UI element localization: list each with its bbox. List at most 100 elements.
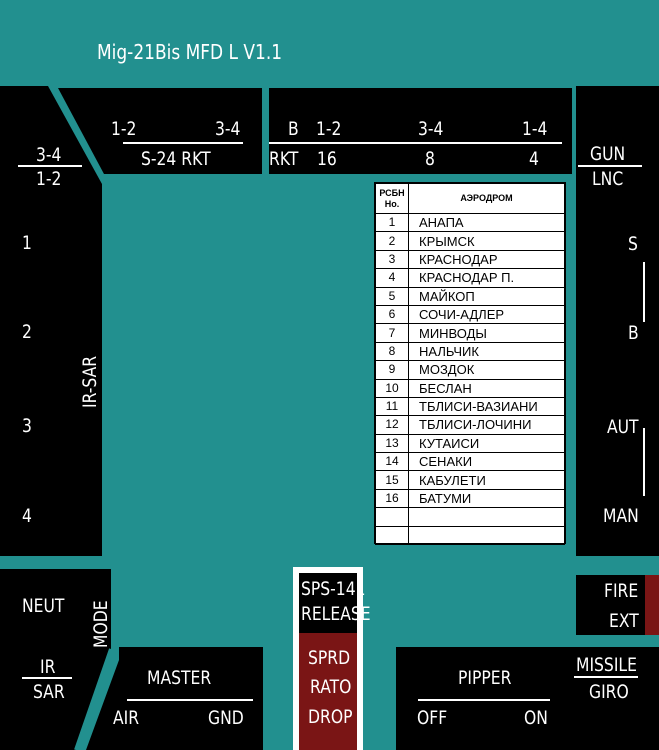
airfield-name: КУТАИСИ [408,433,565,454]
rsbn-number: 15 [375,470,409,490]
sprd-line1: SPRD [308,647,351,669]
rsbn-number: 8 [375,341,409,362]
rsbn-number: 12 [375,415,409,435]
ir-sar-vertical-label: IR-SAR [79,355,101,408]
giro-label: GIRO [589,681,629,703]
rsbn-number: 7 [375,323,409,343]
airfield-name: СОЧИ-АДЛЕР [408,304,565,325]
sprd-line2: RATO [310,676,352,698]
pylon-lower-label: 1-2 [36,168,62,190]
page-title: Mig-21Bis MFD L V1.1 [97,40,283,64]
neut-button[interactable]: NEUT [22,595,65,617]
station-2-button[interactable]: 2 [22,321,32,343]
sprd-line3: DROP [308,706,353,728]
airfield-name: МОЗДОК [408,360,565,380]
airfield-name: БАТУМИ [408,488,565,509]
rsbn-number: 16 [375,488,409,509]
rkt-34-label: 3-4 [418,118,444,140]
table-row-empty [375,507,565,527]
airfield-name: НАЛЬЧИК [408,341,565,362]
rsbn-number [375,525,409,546]
master-label: MASTER [147,667,212,689]
lnc-label: LNC [592,168,624,190]
pylon-upper-label: 3-4 [36,144,62,166]
sprd-rato-drop-button[interactable] [299,633,357,750]
gun-label: GUN [590,143,626,165]
s24-right-pylon: 3-4 [215,118,241,140]
rkt-8-button[interactable]: 8 [425,148,435,170]
rsbn-number: 1 [375,212,409,233]
station-4-button[interactable]: 4 [22,505,32,527]
airfield-name: МИНВОДЫ [408,323,565,343]
rkt-16-button[interactable]: 16 [317,148,337,170]
missile-label: MISSILE [576,654,637,676]
rsbn-number [375,507,409,527]
aut-button[interactable]: AUT [607,416,639,438]
ir-label: IR [40,656,56,678]
rkt-b-label: B [288,118,299,140]
airfield-name: КРЫМСК [408,231,565,251]
rsbn-number: 5 [375,286,409,306]
master-gnd-button[interactable]: GND [208,707,244,729]
airfield-name [408,507,565,527]
airfield-name: ТБЛИСИ-ВАЗИАНИ [408,396,565,417]
table-header-num: РСБН Но. [375,183,409,214]
pipper-on-button[interactable]: ON [524,707,548,729]
rsbn-number: 13 [375,433,409,454]
rsbn-number: 3 [375,249,409,270]
sps-line2: RELEASE [301,603,371,625]
fire-ext-indicator [645,575,659,635]
table-row-empty [375,525,565,546]
sar-label: SAR [33,681,65,703]
b-button[interactable]: B [628,322,639,344]
airfield-name: КАБУЛЕТИ [408,470,565,490]
rkt-label: RKT [269,148,299,170]
airfield-name: ТБЛИСИ-ЛОЧИНИ [408,415,565,435]
rkt-4-button[interactable]: 4 [529,148,539,170]
sps-line1: SPS-141 [301,578,366,600]
master-air-button[interactable]: AIR [113,707,140,729]
ext-label[interactable]: EXT [609,610,639,632]
man-button[interactable]: MAN [603,505,639,527]
sps-release-button[interactable] [299,573,357,633]
s-button[interactable]: S [628,233,638,255]
rsbn-number: 9 [375,360,409,380]
table-header-name: АЭРОДРОМ [408,183,565,214]
rsbn-number: 6 [375,304,409,325]
s24-rkt-button[interactable]: S-24 RKT [141,148,211,170]
station-1-button[interactable]: 1 [22,232,32,254]
rsbn-number: 4 [375,268,409,288]
fire-label[interactable]: FIRE [604,580,639,602]
s24-left-pylon: 1-2 [111,118,137,140]
rsbn-number: 10 [375,378,409,398]
rsbn-number: 14 [375,452,409,472]
rsbn-number: 2 [375,231,409,251]
pipper-off-button[interactable]: OFF [417,707,448,729]
airfield-name: АНАПА [408,212,565,233]
airfield-name: КРАСНОДАР [408,249,565,270]
airfield-name [408,525,565,546]
station-3-button[interactable]: 3 [22,415,32,437]
airfield-name: БЕСЛАН [408,378,565,398]
mode-vertical-label: MODE [90,600,112,648]
rkt-14-label: 1-4 [522,118,548,140]
airfield-name: СЕНАКИ [408,452,565,472]
